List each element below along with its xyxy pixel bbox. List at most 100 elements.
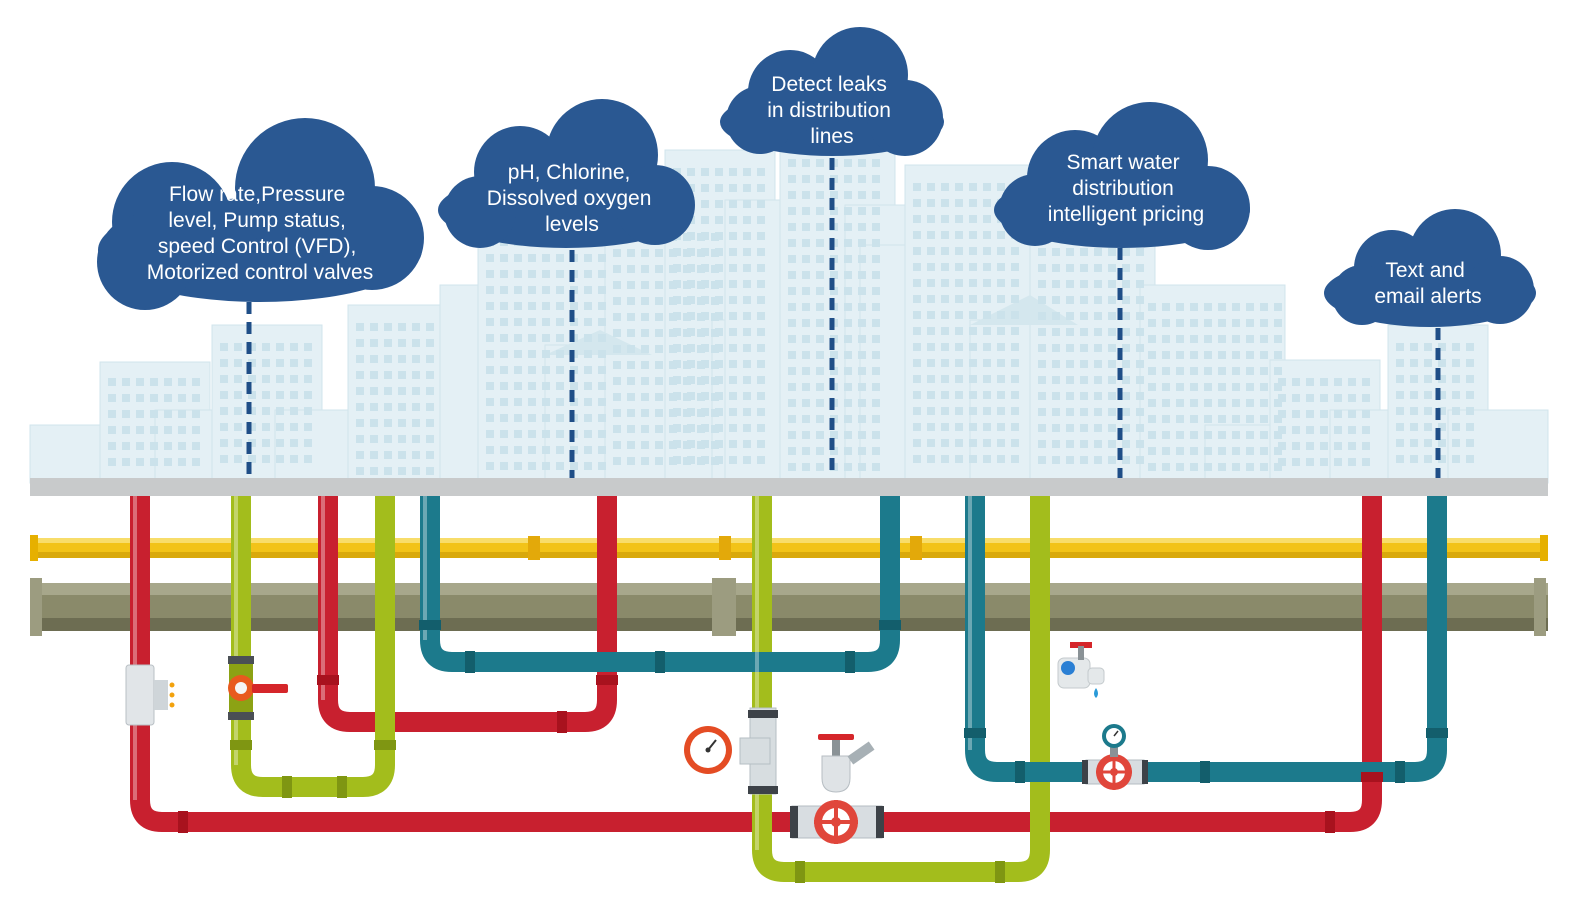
- building-window: [542, 318, 550, 326]
- building-window: [412, 355, 420, 363]
- building-window: [598, 254, 606, 262]
- building-window: [687, 248, 695, 256]
- building-window: [276, 423, 284, 431]
- ground-slab: [30, 478, 1548, 496]
- building-window: [729, 184, 737, 192]
- building-window: [627, 297, 635, 305]
- building-window: [514, 366, 522, 374]
- building-window: [1080, 280, 1088, 288]
- building-window: [122, 442, 130, 450]
- building-window: [514, 254, 522, 262]
- building-window: [729, 408, 737, 416]
- building-window: [844, 287, 852, 295]
- building-window: [1204, 415, 1212, 423]
- building-window: [715, 296, 723, 304]
- building-window: [715, 328, 723, 336]
- building-window: [304, 439, 312, 447]
- building-window: [570, 382, 578, 390]
- building-window: [1052, 440, 1060, 448]
- building-window: [1052, 360, 1060, 368]
- building-window: [262, 343, 270, 351]
- building-window: [1176, 319, 1184, 327]
- building-window: [1136, 344, 1144, 352]
- building-window: [248, 455, 256, 463]
- building-window: [1348, 442, 1356, 450]
- building-window: [715, 280, 723, 288]
- building-window: [757, 376, 765, 384]
- building-window: [1232, 351, 1240, 359]
- building-window: [304, 423, 312, 431]
- cloud-4-line-2: distribution: [1072, 177, 1174, 200]
- building-window: [701, 232, 709, 240]
- building-window: [1246, 303, 1254, 311]
- building-window: [743, 216, 751, 224]
- building-window: [1122, 248, 1130, 256]
- building-window: [997, 247, 1005, 255]
- building-window: [370, 419, 378, 427]
- building-window: [122, 426, 130, 434]
- building-window: [655, 361, 663, 369]
- building-window: [570, 302, 578, 310]
- building-window: [276, 343, 284, 351]
- cloud-5-text: Text and email alerts: [1374, 259, 1481, 308]
- building-window: [384, 355, 392, 363]
- building-window: [701, 392, 709, 400]
- building-window: [1292, 378, 1300, 386]
- building-window: [1320, 394, 1328, 402]
- building-window: [641, 265, 649, 273]
- building-window: [150, 410, 158, 418]
- building-window: [528, 350, 536, 358]
- building-window: [802, 239, 810, 247]
- building-window: [1176, 351, 1184, 359]
- building-window: [757, 392, 765, 400]
- building-window: [757, 216, 765, 224]
- building-window: [1278, 442, 1286, 450]
- building-window: [844, 335, 852, 343]
- cloud-2-text: pH, Chlorine, Dissolved oxygen levels: [487, 161, 657, 236]
- building-window: [500, 302, 508, 310]
- building-window: [122, 378, 130, 386]
- building-window: [262, 455, 270, 463]
- building-window: [872, 431, 880, 439]
- building-window: [1052, 408, 1060, 416]
- building-window: [1204, 319, 1212, 327]
- building-window: [687, 376, 695, 384]
- building-window: [913, 455, 921, 463]
- building-window: [788, 383, 796, 391]
- building-window: [816, 463, 824, 471]
- building-window: [304, 391, 312, 399]
- building-window: [1066, 280, 1074, 288]
- building-window: [913, 231, 921, 239]
- building-window: [192, 442, 200, 450]
- faucet-valve: [818, 734, 875, 793]
- building-window: [1162, 303, 1170, 311]
- building-window: [955, 279, 963, 287]
- building-window: [556, 414, 564, 422]
- building-window: [1162, 383, 1170, 391]
- building-window: [701, 440, 709, 448]
- building-window: [1396, 343, 1404, 351]
- building-window: [486, 366, 494, 374]
- building-window: [613, 265, 621, 273]
- building-window: [290, 455, 298, 463]
- building-window: [248, 375, 256, 383]
- cloud-3-line-3: lines: [810, 125, 853, 148]
- teal-pipe-left-loop: [420, 496, 900, 672]
- building-window: [1260, 415, 1268, 423]
- building-window: [370, 451, 378, 459]
- building-window: [757, 168, 765, 176]
- building-window: [844, 319, 852, 327]
- building-window: [969, 375, 977, 383]
- building-window: [1278, 394, 1286, 402]
- building-window: [486, 382, 494, 390]
- building-window: [1466, 439, 1474, 447]
- building-window: [556, 318, 564, 326]
- building-window: [412, 435, 420, 443]
- building-window: [514, 462, 522, 470]
- building-window: [1190, 463, 1198, 471]
- building-window: [1108, 392, 1116, 400]
- building-window: [584, 366, 592, 374]
- building-window: [655, 345, 663, 353]
- building-window: [816, 367, 824, 375]
- building-window: [701, 280, 709, 288]
